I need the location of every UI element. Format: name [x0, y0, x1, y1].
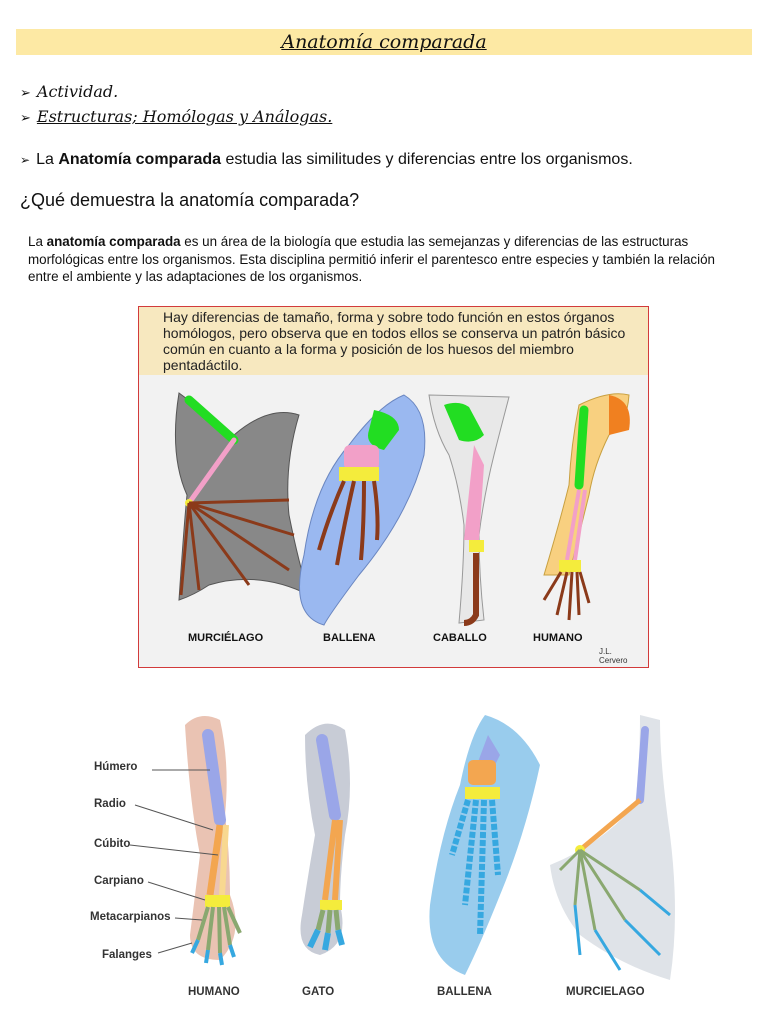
para-prefix: La: [28, 234, 47, 249]
bullet-estructuras: ➢ Estructuras; Homólogas y Análogas.: [20, 107, 332, 126]
bat-wing-2-icon: [550, 715, 675, 980]
label-humero: Húmero: [94, 761, 138, 773]
bullet-text: Estructuras; Homólogas y Análogas.: [36, 107, 333, 126]
figure-homologous-limbs: Hay diferencias de tamaño, forma y sobre…: [138, 306, 649, 668]
label-carpiano: Carpiano: [94, 875, 144, 887]
caption-box: Hay diferencias de tamaño, forma y sobre…: [139, 307, 648, 375]
arrow-bullet-icon: ➢: [20, 153, 31, 167]
label-bat: MURCIÉLAGO: [188, 632, 264, 644]
figure-bone-comparison: Húmero Radio Cúbito Carpiano Metacarpian…: [80, 705, 700, 1005]
label-cubito: Cúbito: [94, 838, 131, 850]
horse-leg-icon: [428, 394, 510, 626]
bone-diagram: [129, 715, 675, 980]
label-murcielago-2: MURCIELAGO: [566, 986, 645, 998]
page-title: Anatomía comparada: [281, 31, 487, 53]
credit-line: J.L.: [599, 647, 612, 656]
figure-caption: Hay diferencias de tamaño, forma y sobre…: [163, 309, 626, 373]
label-radio: Radio: [94, 798, 126, 810]
credit-line: Cervero: [599, 656, 628, 665]
whale-flipper-2-icon: [429, 715, 540, 975]
label-humano-2: HUMANO: [188, 986, 240, 998]
intro-suffix: estudia las similitudes y diferencias en…: [221, 151, 633, 168]
definition-paragraph: La anatomía comparada es un área de la b…: [28, 233, 728, 286]
bullet-actividad: ➢ Actividad.: [20, 82, 118, 101]
para-bold: anatomía comparada: [46, 234, 181, 249]
label-human: HUMANO: [533, 632, 583, 644]
para-suffix: es un área de la biología que estudia la…: [28, 234, 715, 284]
bullet-text: Actividad.: [36, 82, 119, 101]
question-heading: ¿Qué demuestra la anatomía comparada?: [20, 190, 360, 210]
intro-bold: Anatomía comparada: [58, 151, 222, 168]
intro-prefix: La: [36, 151, 59, 168]
leader-lines: [129, 769, 219, 954]
human-arm-2-icon: [185, 716, 242, 966]
label-horse: CABALLO: [433, 632, 487, 644]
arrow-bullet-icon: ➢: [20, 111, 31, 126]
arrow-bullet-icon: ➢: [20, 86, 31, 101]
limbs-illustration: [174, 392, 630, 626]
bat-wing-icon: [174, 392, 310, 601]
whale-flipper-icon: [299, 394, 426, 626]
label-falanges: Falanges: [102, 949, 152, 961]
figure-credit: J.L. Cervero: [599, 647, 627, 665]
label-metacarpianos: Metacarpianos: [90, 911, 171, 923]
label-whale: BALLENA: [323, 632, 376, 644]
label-gato: GATO: [302, 986, 335, 998]
intro-line: ➢ La Anatomía comparada estudia las simil…: [20, 151, 633, 169]
cat-leg-icon: [300, 723, 350, 955]
human-arm-icon: [542, 393, 630, 621]
label-ballena-2: BALLENA: [437, 986, 492, 998]
title-bar: Anatomía comparada: [16, 29, 752, 55]
